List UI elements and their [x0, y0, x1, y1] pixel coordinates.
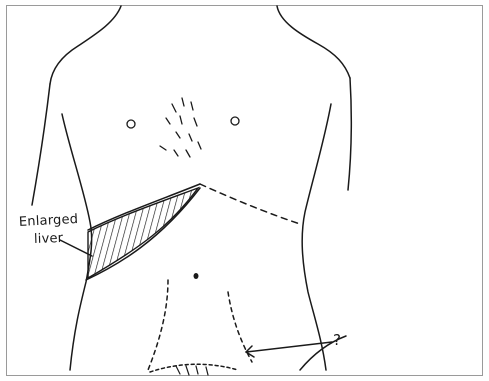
- liver-label: liver: [34, 232, 64, 247]
- left-arm-outline: [32, 84, 50, 205]
- right-nipple: [231, 117, 239, 125]
- navel: [194, 273, 199, 279]
- left-nipple: [127, 120, 135, 128]
- left-iliac-line: [148, 280, 168, 370]
- groin-line: [150, 364, 238, 372]
- right-torso-side: [302, 104, 331, 370]
- chest-hair: [160, 98, 201, 157]
- right-costal-margin: [200, 184, 300, 224]
- left-shoulder-outline: [50, 6, 121, 84]
- right-shoulder-outline: [277, 6, 350, 78]
- liver-hatched-area: [88, 188, 198, 278]
- liver-label-pointer: [60, 240, 92, 256]
- left-torso-side: [62, 114, 92, 370]
- right-arm-outline: [348, 78, 351, 190]
- groin-hair: [176, 366, 208, 375]
- question-mark-label: ?: [333, 333, 341, 347]
